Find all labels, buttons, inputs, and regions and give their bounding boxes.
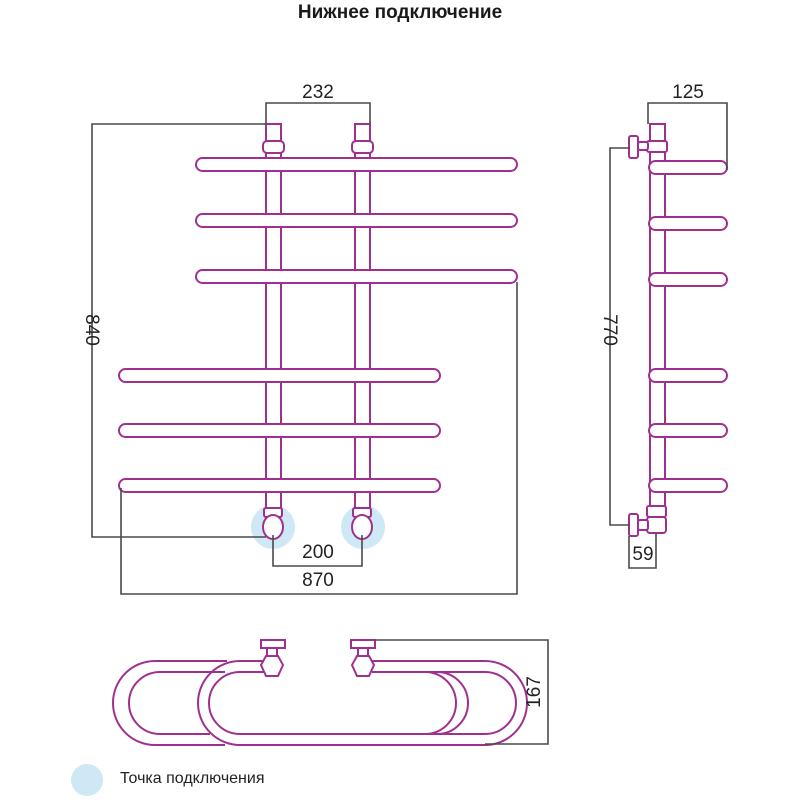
vertical-pipe-left bbox=[265, 123, 282, 513]
side-bar-5 bbox=[648, 423, 728, 438]
dim-label-167: 167 bbox=[524, 676, 545, 708]
dim-line-125 bbox=[647, 102, 728, 170]
horizontal-bar-upper-3 bbox=[195, 269, 518, 284]
horizontal-bar-upper-1 bbox=[195, 157, 518, 172]
horizontal-bar-lower-1 bbox=[118, 368, 441, 383]
top-fitting-left bbox=[259, 655, 285, 677]
top-loop-inner-right-a bbox=[424, 671, 457, 735]
vertical-pipe-right bbox=[354, 123, 371, 513]
side-bar-1 bbox=[648, 160, 728, 175]
top-mount-right bbox=[350, 639, 376, 649]
side-valve-stem-top bbox=[637, 141, 649, 151]
dim-line-840 bbox=[91, 123, 266, 538]
nut-top-left bbox=[262, 140, 285, 154]
legend-label: Точка подключения bbox=[120, 770, 265, 787]
side-view: 125 770 59 bbox=[599, 82, 728, 569]
side-bar-4 bbox=[648, 368, 728, 383]
nut-top-right bbox=[351, 140, 374, 154]
horizontal-bar-lower-2 bbox=[118, 423, 441, 438]
top-loop-inner-main bbox=[208, 671, 517, 735]
horizontal-bar-lower-3 bbox=[118, 478, 441, 493]
dim-line-200 bbox=[272, 535, 363, 567]
dim-label-840: 840 bbox=[81, 314, 102, 346]
legend-connection-swatch bbox=[71, 764, 103, 796]
side-wall-mount-top bbox=[628, 135, 639, 159]
top-fitting-right bbox=[350, 655, 376, 677]
dim-label-200: 200 bbox=[302, 542, 334, 563]
side-valve-stem-bottom bbox=[637, 519, 649, 531]
dim-line-870 bbox=[120, 282, 518, 595]
side-nut-top bbox=[646, 140, 668, 153]
dim-label-232: 232 bbox=[302, 82, 334, 103]
dim-line-770 bbox=[609, 147, 630, 526]
top-view: 167 bbox=[112, 639, 549, 746]
side-wall-mount-bottom bbox=[628, 513, 639, 537]
dim-line-167 bbox=[375, 639, 549, 745]
top-stem-right bbox=[357, 647, 369, 657]
dim-label-59: 59 bbox=[632, 544, 653, 565]
front-view: 232 840 200 870 bbox=[81, 82, 518, 595]
dim-label-870: 870 bbox=[302, 570, 334, 591]
dim-label-125: 125 bbox=[672, 82, 704, 103]
side-bar-2 bbox=[648, 216, 728, 231]
top-stem-left bbox=[266, 647, 278, 657]
dim-line-59 bbox=[628, 533, 657, 569]
diagram-title: Нижнее подключение bbox=[297, 2, 503, 23]
top-loop-inner-right-b bbox=[436, 671, 469, 735]
side-bar-3 bbox=[648, 272, 728, 287]
side-nut-bottom bbox=[646, 505, 667, 518]
side-valve-bottom bbox=[646, 516, 667, 534]
side-bar-6 bbox=[648, 478, 728, 493]
top-loop-outer-left bbox=[112, 660, 227, 746]
top-loop-outer-main bbox=[197, 660, 528, 746]
dim-label-770: 770 bbox=[599, 314, 620, 346]
top-mount-left bbox=[260, 639, 286, 649]
side-vertical-pipe bbox=[649, 123, 666, 520]
horizontal-bar-upper-2 bbox=[195, 213, 518, 228]
top-loop-inner-left bbox=[128, 671, 225, 735]
dim-line-232 bbox=[265, 102, 371, 124]
